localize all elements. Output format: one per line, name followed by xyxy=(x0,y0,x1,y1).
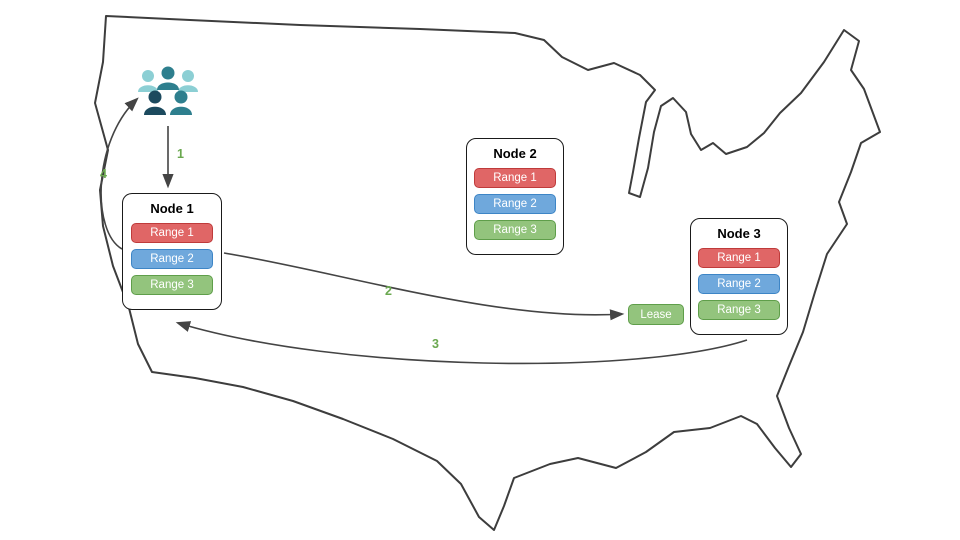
node-1-range-3-badge: Range 3 xyxy=(131,275,213,295)
arrow-step-4 xyxy=(100,97,139,250)
node-1-title: Node 1 xyxy=(150,201,194,216)
node-2-range-2-badge: Range 2 xyxy=(474,194,556,214)
arrow-step-2 xyxy=(223,252,625,321)
arrow-step-3 xyxy=(175,321,748,365)
node-3-range-2-badge: Range 2 xyxy=(698,274,780,294)
node-1-range-2-badge: Range 2 xyxy=(131,249,213,269)
node-1-box: Node 1 Range 1 Range 2 Range 3 xyxy=(122,193,222,310)
node-1-range-1-badge: Range 1 xyxy=(131,223,213,243)
node-2-range-1-badge: Range 1 xyxy=(474,168,556,188)
node-2-range-3-badge: Range 3 xyxy=(474,220,556,240)
users-icon xyxy=(138,66,198,115)
step-1-label: 1 xyxy=(177,147,184,161)
node-3-title: Node 3 xyxy=(717,226,761,241)
node-3-range-3-badge: Range 3 xyxy=(698,300,780,320)
step-3-label: 3 xyxy=(432,337,439,351)
lease-badge: Lease xyxy=(628,304,684,325)
us-map-outline xyxy=(94,15,881,531)
step-2-label: 2 xyxy=(385,284,392,298)
step-4-label: 4 xyxy=(100,167,107,181)
node-2-box: Node 2 Range 1 Range 2 Range 3 xyxy=(466,138,564,255)
node-2-title: Node 2 xyxy=(493,146,537,161)
node-3-box: Node 3 Range 1 Range 2 Range 3 xyxy=(690,218,788,335)
node-3-range-1-badge: Range 1 xyxy=(698,248,780,268)
